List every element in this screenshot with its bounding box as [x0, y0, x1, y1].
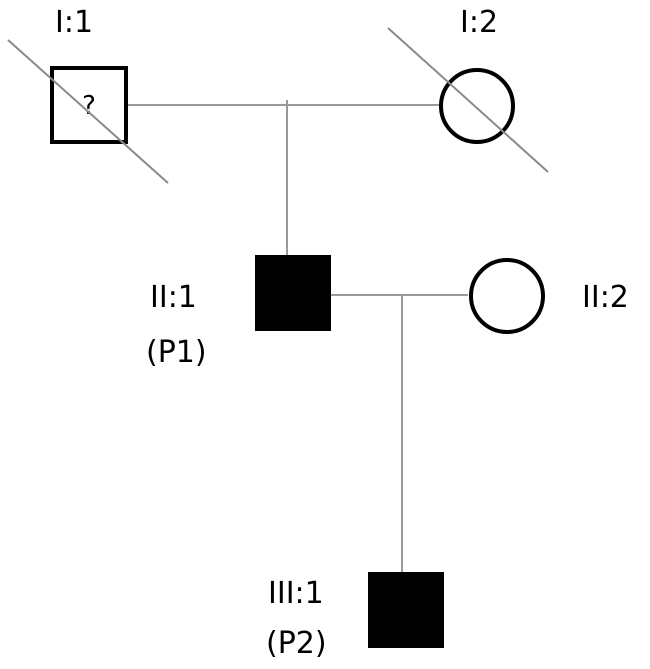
individual-I-1[interactable]: ? I:1 — [7, 5, 169, 184]
individual-subtitle: (P1) — [146, 335, 207, 370]
individual-II-1[interactable]: II:1 (P1) — [146, 255, 331, 370]
individual-label: II:2 — [582, 280, 629, 315]
individual-III-1[interactable]: III:1 (P2) — [266, 572, 444, 661]
individual-label: II:1 — [150, 280, 197, 315]
individual-label: III:1 — [268, 576, 324, 611]
male-symbol-affected — [255, 255, 331, 331]
individual-label: I:1 — [55, 5, 93, 40]
individual-label: I:2 — [460, 5, 498, 40]
male-symbol — [50, 66, 128, 144]
male-symbol-affected — [368, 572, 444, 648]
deceased-slash — [7, 39, 169, 184]
female-symbol — [469, 258, 545, 334]
unknown-status-mark: ? — [82, 91, 96, 121]
deceased-slash — [387, 27, 549, 173]
individual-subtitle: (P2) — [266, 626, 327, 661]
individual-II-2[interactable]: II:2 — [469, 258, 629, 334]
individual-I-2[interactable]: I:2 — [387, 5, 549, 173]
